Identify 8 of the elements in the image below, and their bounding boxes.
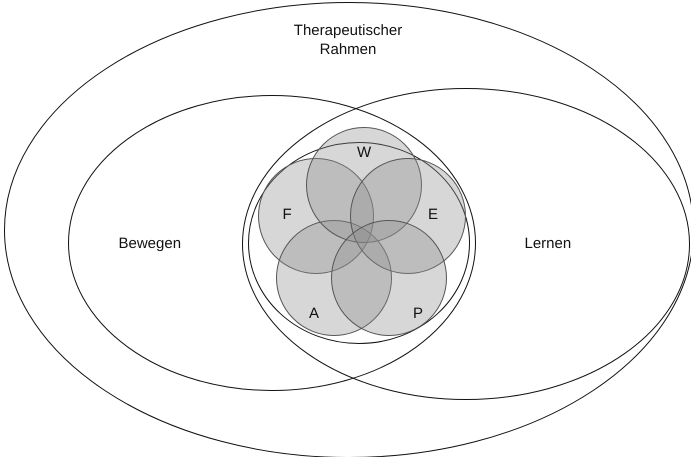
- circle-label: E: [428, 204, 438, 224]
- circle-label: F: [282, 204, 292, 224]
- region-label: Lernen: [524, 234, 572, 252]
- region-label: Bewegen: [118, 234, 182, 252]
- region-label: Therapeutischer Rahmen: [292, 21, 404, 59]
- circle-label: W: [357, 142, 372, 162]
- circle-label: P: [413, 304, 424, 322]
- circle-label: A: [309, 304, 320, 322]
